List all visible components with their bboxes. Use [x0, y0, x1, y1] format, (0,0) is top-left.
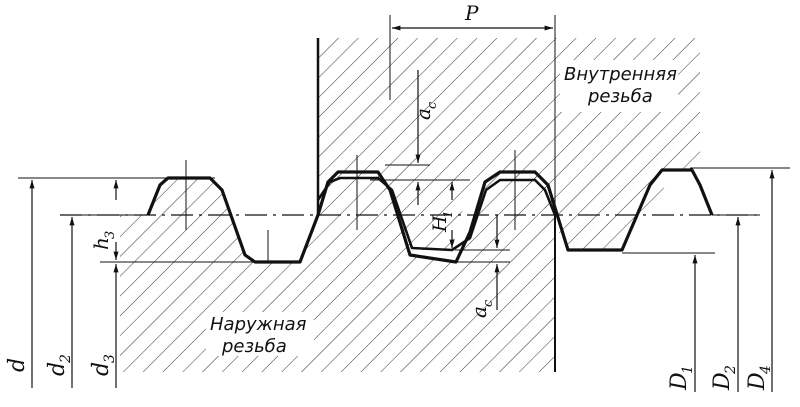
internal-profile-line — [316, 176, 557, 252]
label-ac-bottom: a c — [467, 299, 496, 318]
label-D1: D 1 — [667, 365, 696, 391]
svg-text:D: D — [667, 372, 692, 391]
external-thread-hatch — [120, 172, 555, 372]
svg-text:3: 3 — [102, 354, 118, 363]
svg-text:1: 1 — [680, 365, 696, 374]
svg-text:a: a — [467, 306, 491, 318]
svg-text:D: D — [710, 372, 735, 391]
label-d2: d 2 — [45, 354, 74, 376]
label-ac-top: a c — [411, 101, 440, 120]
svg-text:c: c — [481, 299, 496, 307]
label-D4: D 4 — [745, 365, 774, 391]
svg-text:4: 4 — [758, 365, 774, 375]
svg-text:H: H — [429, 215, 451, 233]
svg-text:d: d — [45, 362, 70, 376]
internal-thread-text-2: резьба — [587, 86, 653, 107]
thread-profile-line — [146, 168, 714, 264]
label-h3: h 3 — [89, 231, 118, 250]
internal-text-bg — [560, 60, 678, 112]
label-P: P — [464, 1, 479, 25]
svg-text:D: D — [745, 372, 770, 391]
svg-text:2: 2 — [723, 365, 739, 375]
label-d3: d 3 — [89, 354, 118, 376]
external-thread-text-2: резьба — [221, 336, 287, 357]
svg-text:a: a — [411, 108, 435, 120]
svg-text:c: c — [425, 101, 440, 109]
svg-text:d: d — [89, 362, 114, 376]
svg-text:3: 3 — [103, 231, 118, 239]
svg-text:h: h — [89, 237, 113, 250]
internal-thread-text-1: Внутренняя — [564, 64, 677, 85]
label-d: d — [5, 358, 30, 372]
external-text-bg — [206, 312, 314, 356]
svg-text:d: d — [5, 358, 30, 372]
svg-text:2: 2 — [58, 354, 74, 364]
external-thread-text-1: Наружная — [210, 314, 307, 335]
label-D2: D 2 — [710, 365, 739, 391]
label-H1: H 1 — [429, 210, 455, 233]
svg-text:1: 1 — [441, 210, 455, 218]
